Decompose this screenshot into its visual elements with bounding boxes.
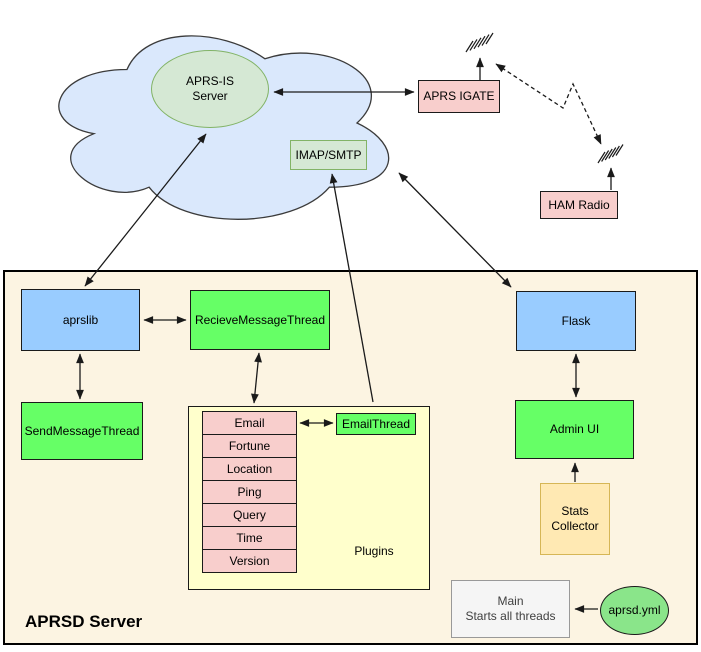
plugins-label: Plugins (354, 544, 394, 558)
plugin-row-ping: Ping (202, 480, 297, 504)
send-message-thread-node: SendMessageThread (21, 402, 143, 460)
stats-collector-node: Stats Collector (540, 483, 610, 555)
plugin-list: Email Fortune Location Ping Query Time V… (202, 411, 297, 573)
stats-label-line1: Stats (561, 504, 589, 518)
plugin-row-time: Time (202, 526, 297, 550)
email-thread-node: EmailThread (336, 413, 416, 435)
aprsd-server-title: APRSD Server (25, 612, 143, 631)
imap-smtp-node: IMAP/SMTP (290, 140, 367, 170)
main-label-line1: Main (497, 594, 524, 608)
plugin-row-fortune: Fortune (202, 434, 297, 458)
main-label-line2: Starts all threads (465, 609, 556, 623)
admin-ui-node: Admin UI (515, 400, 634, 459)
aprs-is-server-node: APRS-IS Server (151, 50, 269, 128)
stats-label-line2: Collector (551, 519, 599, 533)
plugin-row-location: Location (202, 457, 297, 481)
aprs-igate-node: APRS IGATE (418, 80, 500, 113)
main-node: Main Starts all threads (451, 580, 570, 638)
flask-node: Flask (516, 291, 636, 351)
aprsd-yml-node: aprsd.yml (600, 586, 669, 635)
ham-radio-node: HAM Radio (540, 191, 618, 219)
aprs-is-label-line1: APRS-IS (185, 74, 234, 88)
recieve-message-thread-node: RecieveMessageThread (190, 290, 330, 350)
aprslib-node: aprslib (21, 289, 140, 351)
aprs-is-label-line2: Server (192, 89, 228, 103)
plugin-row-version: Version (202, 549, 297, 573)
plugin-row-email: Email (202, 411, 297, 435)
plugin-row-query: Query (202, 503, 297, 527)
